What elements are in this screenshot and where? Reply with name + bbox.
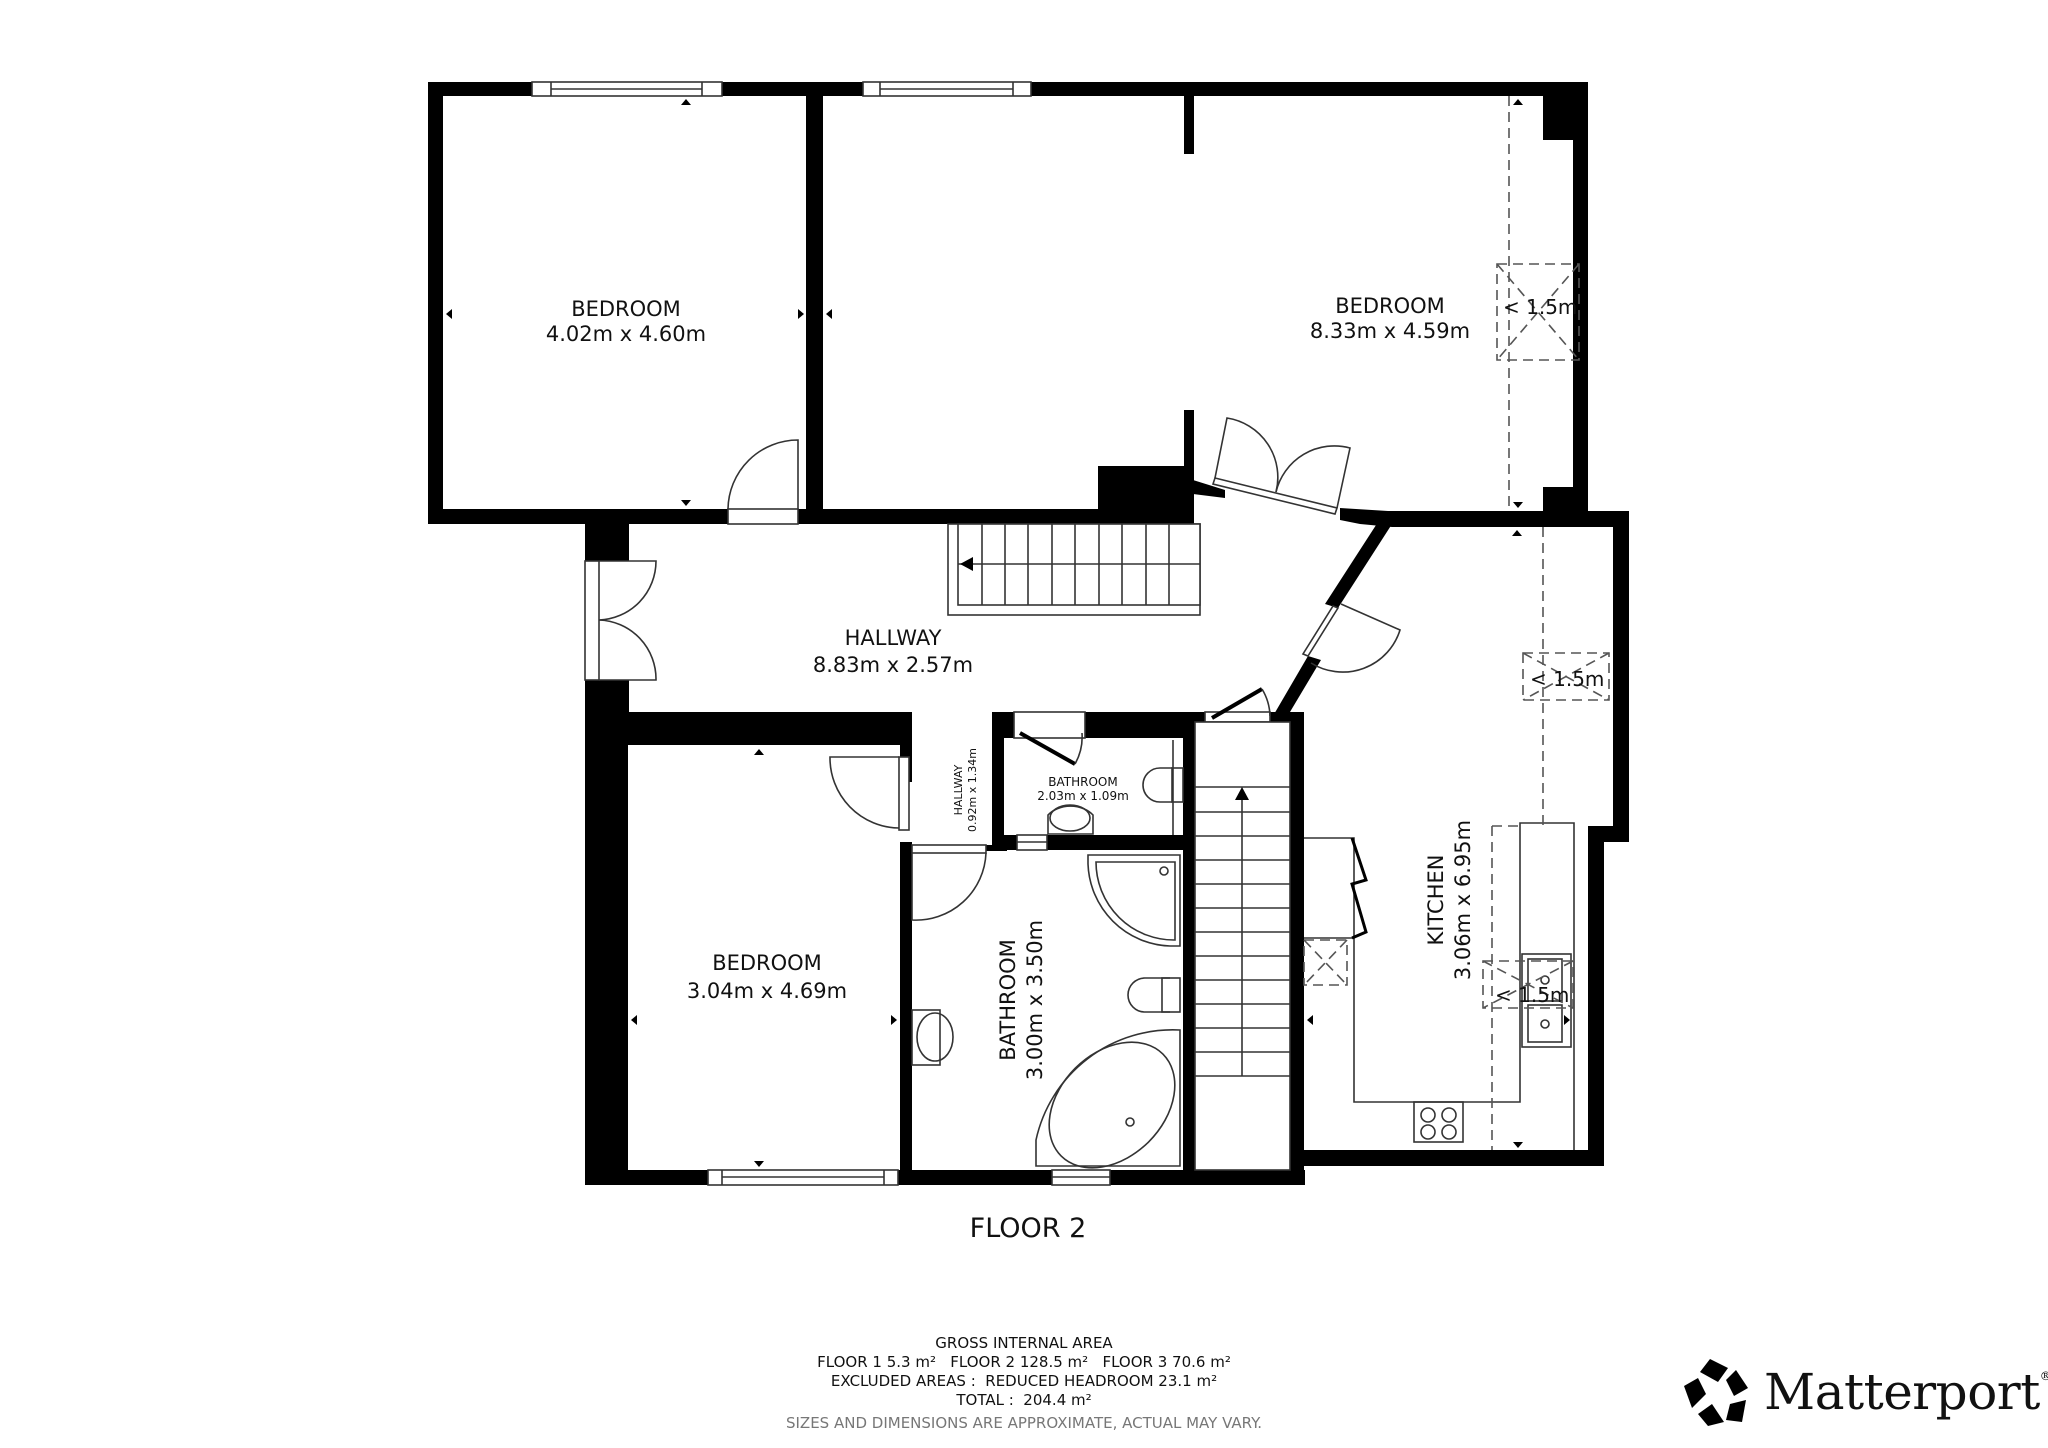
area-summary-floors: FLOOR 1 5.3 m² FLOOR 2 128.5 m² FLOOR 3 … (817, 1353, 1231, 1371)
reduced-headroom-zones (1482, 96, 1610, 1150)
area-summary-excluded: EXCLUDED AREAS : REDUCED HEADROOM 23.1 m… (830, 1372, 1218, 1390)
svg-text:HALLWAY: HALLWAY (845, 626, 942, 650)
headroom-label-kitchen-lower: < 1.5m (1495, 983, 1569, 1007)
brand-name: Matterport® (1764, 1363, 2048, 1421)
windows (531, 81, 1111, 1186)
room-label-bathroom-small: BATHROOM 2.03m x 1.09m (1037, 775, 1129, 803)
room-label-bedroom-3: BEDROOM 3.04m x 4.69m (687, 951, 847, 1003)
svg-text:KITCHEN: KITCHEN (1424, 855, 1448, 946)
svg-text:BEDROOM: BEDROOM (712, 951, 822, 975)
svg-text:4.02m x 4.60m: 4.02m x 4.60m (546, 322, 706, 346)
svg-text:BATHROOM: BATHROOM (1048, 775, 1117, 789)
svg-text:3.00m x 3.50m: 3.00m x 3.50m (1023, 920, 1047, 1080)
svg-text:3.04m x 4.69m: 3.04m x 4.69m (687, 979, 847, 1003)
area-summary-total: TOTAL : 204.4 m² (956, 1391, 1092, 1409)
svg-text:HALLWAY: HALLWAY (952, 764, 965, 815)
svg-text:0.92m x 1.34m: 0.92m x 1.34m (966, 748, 979, 832)
svg-text:BEDROOM: BEDROOM (1335, 294, 1445, 318)
room-label-hallway-small: HALLWAY 0.92m x 1.34m (952, 748, 979, 832)
svg-text:3.06m x 6.95m: 3.06m x 6.95m (1451, 820, 1475, 980)
stairs-lower (1194, 721, 1291, 1171)
headroom-label-bedroom: < 1.5m (1503, 295, 1577, 319)
svg-text:BEDROOM: BEDROOM (571, 297, 681, 321)
svg-text:8.33m x 4.59m: 8.33m x 4.59m (1310, 319, 1470, 343)
area-summary-title: GROSS INTERNAL AREA (935, 1334, 1113, 1352)
doors (584, 417, 1401, 921)
room-label-kitchen: KITCHEN 3.06m x 6.95m (1424, 820, 1475, 980)
room-label-bedroom-2: BEDROOM 8.33m x 4.59m (1310, 294, 1470, 343)
headroom-label-kitchen-upper: < 1.5m (1530, 667, 1604, 691)
fixtures (911, 740, 1575, 1169)
stairs-upper (947, 523, 1201, 616)
walls (428, 82, 1629, 1185)
svg-text:BATHROOM: BATHROOM (996, 939, 1020, 1061)
dimension-markers (446, 99, 1570, 1167)
room-label-hallway: HALLWAY 8.83m x 2.57m (813, 626, 973, 677)
matterport-star-icon (1684, 1359, 1748, 1426)
room-label-bathroom-main: BATHROOM 3.00m x 3.50m (996, 920, 1047, 1080)
room-label-bedroom-1: BEDROOM 4.02m x 4.60m (546, 297, 706, 346)
area-summary: GROSS INTERNAL AREA FLOOR 1 5.3 m² FLOOR… (0, 1334, 2048, 1433)
disclaimer: SIZES AND DIMENSIONS ARE APPROXIMATE, AC… (785, 1414, 1262, 1432)
floor-label: FLOOR 2 (970, 1213, 1087, 1244)
matterport-logo: Matterport® (1680, 1352, 2048, 1432)
svg-text:2.03m x 1.09m: 2.03m x 1.09m (1037, 789, 1129, 803)
svg-text:8.83m x 2.57m: 8.83m x 2.57m (813, 653, 973, 677)
